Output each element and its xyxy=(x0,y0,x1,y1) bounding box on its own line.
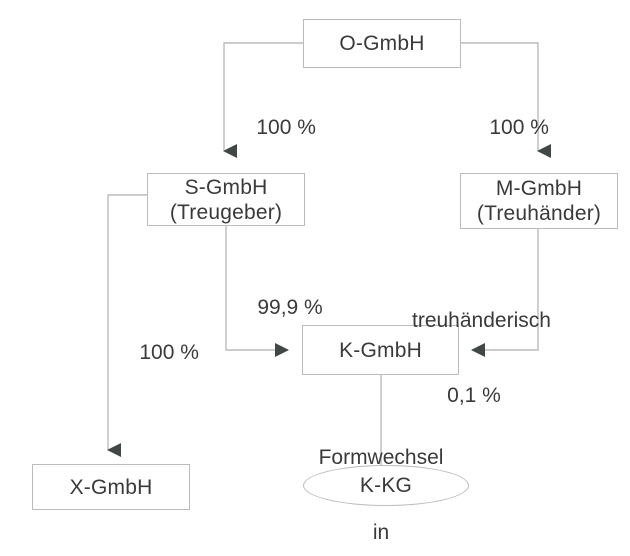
node-m-gmbh-sublabel: (Treuhänder) xyxy=(476,202,602,225)
edge-label-o-to-m: 100 % xyxy=(466,90,549,165)
edge-label-o-to-s: 100 % xyxy=(233,90,316,165)
edge-label-m-to-k-line2: 0,1 % xyxy=(447,384,501,407)
edge-label-o-to-m-text: 100 % xyxy=(489,116,549,139)
edge-label-k-to-kkg-line1: Formwechsel xyxy=(318,446,444,469)
node-m-gmbh-label: M-GmbH xyxy=(495,177,583,200)
edge-o-to-m xyxy=(461,42,551,158)
node-o-gmbh[interactable]: O-GmbH xyxy=(303,19,461,68)
edge-s-to-k xyxy=(225,226,289,357)
edge-label-s-to-k-text: 99,9 % xyxy=(257,296,323,319)
edge-label-k-to-kkg-line2: in xyxy=(372,521,390,544)
edge-label-s-to-x-text: 100 % xyxy=(139,341,199,364)
node-s-gmbh[interactable]: S-GmbH (Treugeber) xyxy=(147,173,305,226)
node-k-gmbh[interactable]: K-GmbH xyxy=(302,325,459,375)
edge-o-to-s xyxy=(223,42,303,158)
edge-label-s-to-k: 99,9 % xyxy=(234,270,323,345)
edge-s-to-x xyxy=(107,194,147,457)
edge-label-m-to-k-line1: treuhänderisch xyxy=(412,309,551,332)
edge-m-to-k xyxy=(471,229,539,357)
edge-label-m-to-k: treuhänderisch 0,1 % xyxy=(412,258,551,458)
node-k-gmbh-label: K-GmbH xyxy=(339,338,422,362)
edge-label-o-to-s-text: 100 % xyxy=(256,116,316,139)
node-x-gmbh[interactable]: X-GmbH xyxy=(32,464,190,510)
node-x-gmbh-label: X-GmbH xyxy=(69,475,153,499)
edge-label-s-to-x: 100 % xyxy=(116,315,199,390)
node-k-kg-label: K-KG xyxy=(359,473,413,497)
node-s-gmbh-sublabel: (Treugeber) xyxy=(169,200,283,224)
node-s-gmbh-label: S-GmbH xyxy=(184,175,268,199)
node-k-kg[interactable]: K-KG xyxy=(303,465,469,506)
edge-label-k-to-kkg: Formwechsel in xyxy=(291,395,471,556)
node-o-gmbh-label: O-GmbH xyxy=(339,32,425,55)
node-m-gmbh[interactable]: M-GmbH (Treuhänder) xyxy=(460,173,618,229)
